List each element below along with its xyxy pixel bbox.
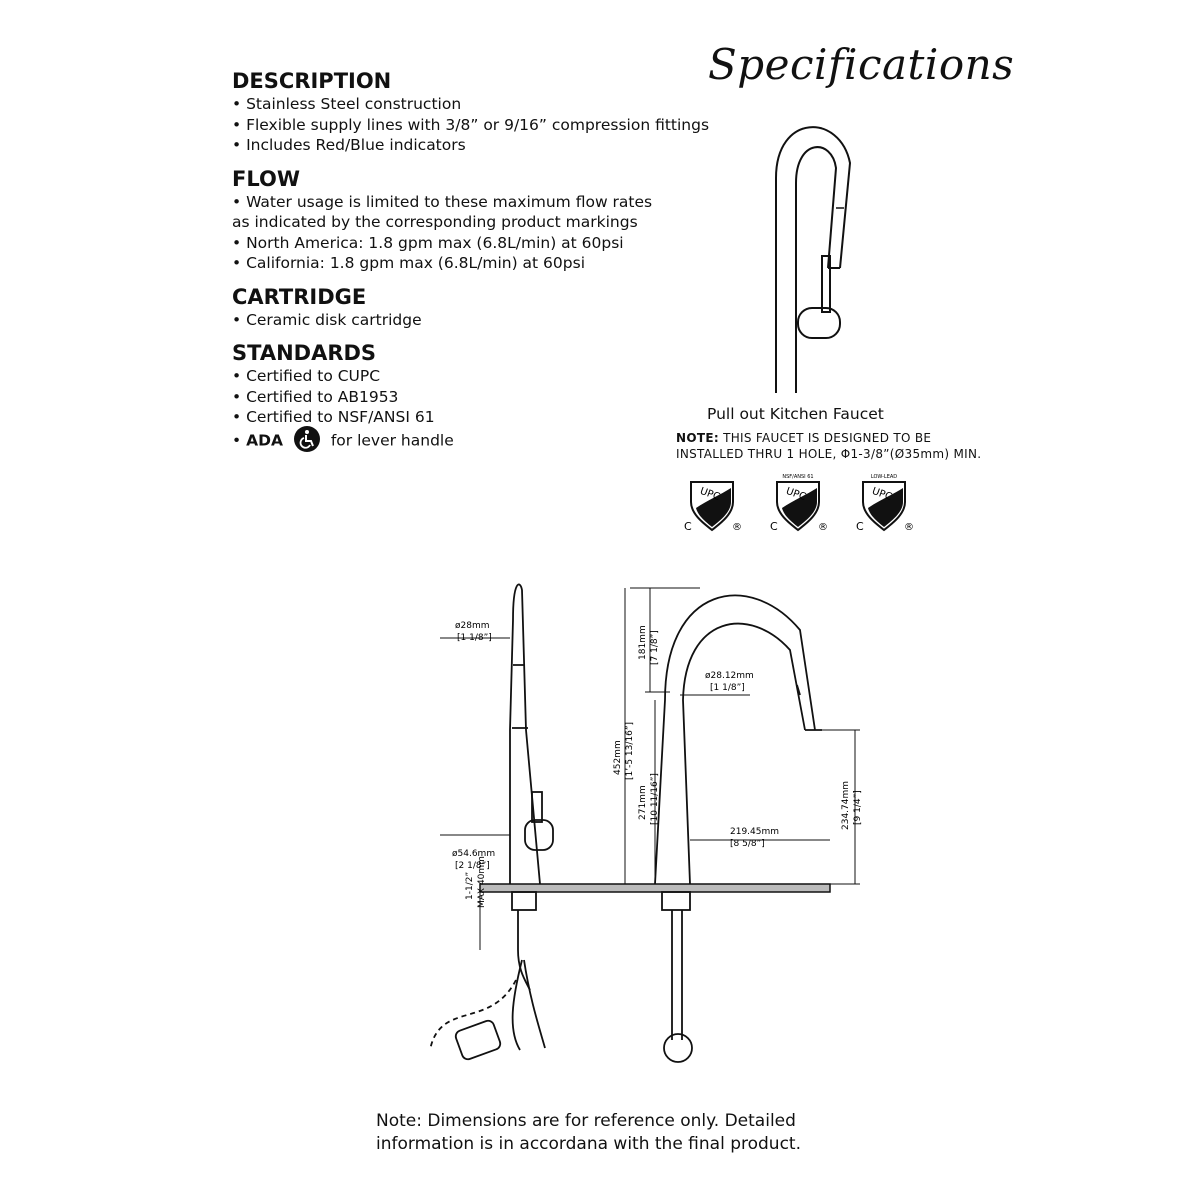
dim-max-thick: 1-1/2” (465, 872, 475, 900)
spec-line: • Certified to AB1953 (232, 387, 399, 406)
badge-c: C (684, 520, 692, 533)
badge-c: C (856, 520, 864, 533)
dim-clearance-in: [9 1/4”] (853, 790, 863, 825)
spec-line: • Certified to NSF/ANSI 61 (232, 408, 435, 426)
low-lead-badge: LOW-LEAD UPC C ® (856, 474, 914, 533)
ada-suffix: for lever handle (330, 431, 454, 449)
dim-overall-h-in: [1’-5 13/16”] (625, 722, 635, 780)
ada-label: ADA (246, 431, 283, 449)
certification-badges: UPC C ® NSF/ANSI 61 UPC C ® LOW-LEAD UPC… (684, 474, 914, 533)
countertop (479, 883, 831, 893)
wheelchair-icon (293, 425, 320, 452)
cupc-badge: UPC C ® (684, 481, 742, 533)
badge-c: C (770, 520, 778, 533)
faucet-illustration (775, 126, 852, 393)
dim-body-h: 271mm (638, 785, 648, 820)
note-line2: INSTALLED THRU 1 HOLE, Φ1-3/8”(Ø35mm) MI… (676, 447, 982, 461)
dim-arc-h: 181mm (638, 625, 648, 660)
side-view (429, 583, 554, 1061)
spec-line: • North America: 1.8 gpm max (6.8L/min) … (232, 233, 624, 252)
badge-r: ® (904, 522, 914, 533)
dim-spout-dia: ø28mm (455, 621, 490, 631)
badge-r: ® (818, 522, 828, 533)
spec-line: • California: 1.8 gpm max (6.8L/min) at … (232, 254, 586, 272)
section-description: DESCRIPTION • Stainless Steel constructi… (232, 68, 752, 156)
dim-arc-h-in: [7 1/8”] (650, 630, 660, 665)
note-label: NOTE: (676, 431, 719, 445)
section-heading: DESCRIPTION (232, 69, 392, 93)
note-line1: THIS FAUCET IS DESIGNED TO BE (723, 431, 932, 445)
dim-clearance: 234.74mm (841, 781, 851, 830)
nsf-badge: NSF/ANSI 61 UPC C ® (770, 474, 828, 533)
section-heading: FLOW (232, 166, 300, 191)
spec-line: • Stainless Steel construction (232, 95, 462, 113)
footer-line1: Note: Dimensions are for reference only.… (376, 1111, 796, 1131)
dim-overall-h: 452mm (613, 740, 623, 775)
badge-r: ® (732, 522, 742, 533)
spec-line: • Certified to CUPC (232, 367, 381, 385)
section-standards: STANDARDS • Certified to CUPC • Certifie… (232, 340, 752, 454)
section-heading: STANDARDS (232, 341, 377, 365)
dim-neck-dia-in: [1 1/8”] (710, 683, 745, 693)
dim-reach: 219.45mm (730, 827, 779, 837)
spec-line: • Water usage is limited to these maximu… (232, 192, 653, 211)
dim-spout-dia-in: [1 1/8”] (457, 633, 492, 643)
page-title: Specifications (708, 40, 1015, 89)
spec-line: • Includes Red/Blue indicators (232, 136, 466, 154)
ada-bullet: • (232, 431, 242, 449)
dim-base-dia-in: [2 1/8”] (455, 861, 490, 871)
badge-top-label: NSF/ANSI 61 (782, 474, 813, 480)
dim-neck-dia: ø28.12mm (705, 671, 754, 681)
front-view (654, 594, 822, 1063)
badge-top-label: LOW-LEAD (871, 474, 897, 480)
dim-body-h-in: [10 11/16”] (650, 773, 660, 825)
section-cartridge: CARTRIDGE • Ceramic disk cartridge (232, 284, 752, 331)
spec-line: • Flexible supply lines with 3/8” or 9/1… (232, 115, 710, 134)
dim-reach-in: [8 5/8”] (730, 839, 765, 849)
spec-line: • Ceramic disk cartridge (232, 310, 422, 329)
spec-line: as indicated by the corresponding produc… (232, 213, 638, 231)
section-flow: FLOW • Water usage is limited to these m… (232, 166, 752, 274)
section-heading: CARTRIDGE (232, 284, 367, 309)
dim-base-dia: ø54.6mm (452, 849, 495, 859)
technical-drawing: ø28mm [1 1/8”] ø54.6mm [2 1/8”] 1-1/2” M… (429, 583, 863, 1063)
footer-line2: information is in accordana with the fin… (376, 1134, 801, 1154)
install-note: NOTE: THIS FAUCET IS DESIGNED TO BE INST… (676, 430, 981, 462)
spec-column: DESCRIPTION • Stainless Steel constructi… (232, 68, 752, 454)
ada-line: • ADA for lever handle (232, 425, 752, 454)
product-caption: Pull out Kitchen Faucet (707, 405, 884, 423)
dim-max-thick-mm: MAX 40mm (477, 856, 487, 908)
footer-note: Note: Dimensions are for reference only.… (376, 1110, 801, 1156)
